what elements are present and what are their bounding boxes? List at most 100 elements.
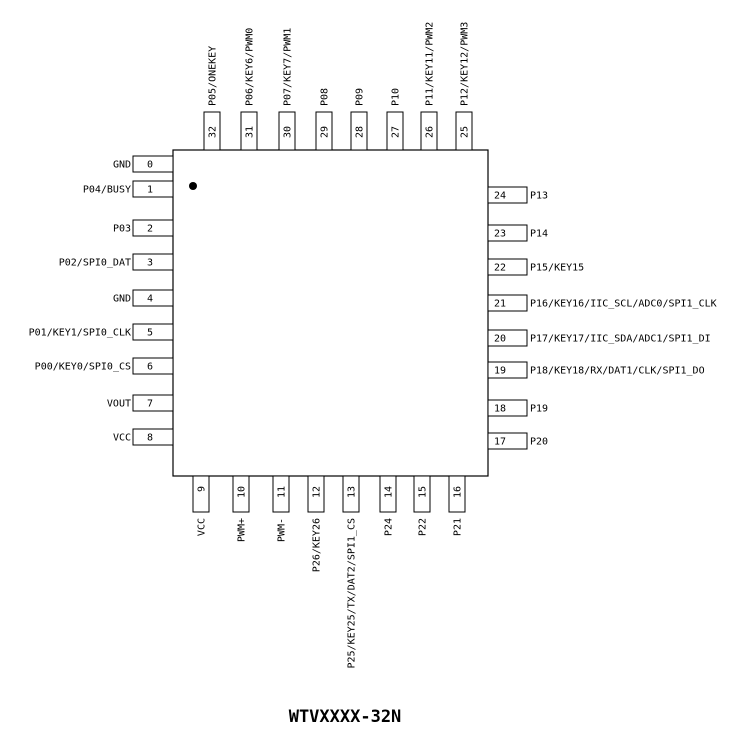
pin-label: P08: [320, 88, 331, 106]
pin-29: 29 P08: [315, 88, 333, 151]
pin-box: [203, 111, 221, 151]
pin-label: GND: [113, 160, 131, 171]
pin-number: 27: [391, 126, 402, 138]
pin-number: 28: [355, 126, 366, 138]
pin-number: 2: [147, 224, 153, 235]
pin-label: P05/ONEKEY: [208, 46, 219, 106]
pin-number: 25: [460, 126, 471, 138]
pin-6: 6 P00/KEY0/SPI0_CS: [35, 357, 174, 375]
pin-label: P12/KEY12/PWM3: [460, 22, 471, 106]
pin-label: P02/SPI0_DAT: [59, 258, 131, 269]
pin-number: 8: [147, 433, 153, 444]
pin-box: [379, 475, 397, 513]
pin-box: [487, 186, 528, 204]
pin-number: 1: [147, 185, 153, 196]
pin-box: [278, 111, 296, 151]
pin-box: [487, 294, 528, 312]
pin-number: 3: [147, 258, 153, 269]
pin-label: P09: [355, 88, 366, 106]
pin-box: [386, 111, 404, 151]
pin-box: [132, 180, 174, 198]
pin-box: [342, 475, 360, 513]
pin-number: 4: [147, 294, 153, 305]
pin-17: 17 P20: [487, 432, 548, 450]
pin-box: [272, 475, 290, 513]
pin-number: 29: [320, 126, 331, 138]
pin-number: 20: [494, 334, 506, 345]
pin-number: 6: [147, 362, 153, 373]
pin-number: 18: [494, 404, 506, 415]
pin-label: VCC: [113, 433, 131, 444]
pin-number: 22: [494, 263, 506, 274]
pin-label: P20: [530, 437, 548, 448]
pin-label: P26/KEY26: [312, 518, 323, 572]
pin-number: 15: [418, 486, 429, 498]
pin-number: 5: [147, 328, 153, 339]
pin-number: 11: [277, 486, 288, 498]
pin-label: P25/KEY25/TX/DAT2/SPI1_CS: [347, 518, 358, 669]
pin-box: [448, 475, 466, 513]
pin-box: [487, 258, 528, 276]
pin-label: PWM+: [237, 518, 248, 542]
chip-title: WTVXXXX-32N: [289, 707, 402, 727]
pin-label: P10: [391, 88, 402, 106]
pin-18: 18 P19: [487, 399, 548, 417]
left-pins: 0GND1P04/BUSY2P033P02/SPI0_DAT4GND5P01/K…: [29, 155, 174, 446]
pin-number: 16: [453, 486, 464, 498]
pin-number: 24: [494, 191, 506, 202]
pin-box: [315, 111, 333, 151]
pin-label: P11/KEY11/PWM2: [425, 22, 436, 106]
pin-number: 14: [384, 486, 395, 498]
pin-27: 27 P10: [386, 88, 404, 151]
pin-box: [132, 289, 174, 307]
pin-label: VCC: [197, 518, 208, 536]
pin-label: P18/KEY18/RX/DAT1/CLK/SPI1_DO: [530, 366, 705, 377]
pin-number: 26: [425, 126, 436, 138]
pin-number: 23: [494, 229, 506, 240]
pin-label: P17/KEY17/IIC_SDA/ADC1/SPI1_DI: [530, 334, 711, 345]
pin-24: 24 P13: [487, 186, 548, 204]
chip-body: [172, 149, 489, 477]
pin-box: [307, 475, 325, 513]
pin-label: P13: [530, 191, 548, 202]
pin-number: 31: [245, 126, 256, 138]
pin-number: 10: [237, 486, 248, 498]
pin-label: P00/KEY0/SPI0_CS: [35, 362, 131, 373]
pin-number: 17: [494, 437, 506, 448]
pin-8: 8 VCC: [113, 428, 174, 446]
pin-0: 0 GND: [113, 155, 174, 173]
pin-number: 32: [208, 126, 219, 138]
pin-label: P19: [530, 404, 548, 415]
pin-number: 21: [494, 299, 506, 310]
pin-1-marker-dot: [189, 182, 197, 190]
pin-28: 28 P09: [350, 88, 368, 151]
pin-box: [487, 329, 528, 347]
pin-label: P24: [384, 518, 395, 536]
pin-box: [420, 111, 438, 151]
pin-box: [132, 394, 174, 412]
pin-label: VOUT: [107, 399, 131, 410]
pin-box: [487, 432, 528, 450]
pin-box: [192, 475, 210, 513]
pin-number: 30: [283, 126, 294, 138]
pin-box: [413, 475, 431, 513]
pin-number: 0: [147, 160, 153, 171]
pin-label: PWM-: [277, 518, 288, 542]
pin-label: P04/BUSY: [83, 185, 131, 196]
